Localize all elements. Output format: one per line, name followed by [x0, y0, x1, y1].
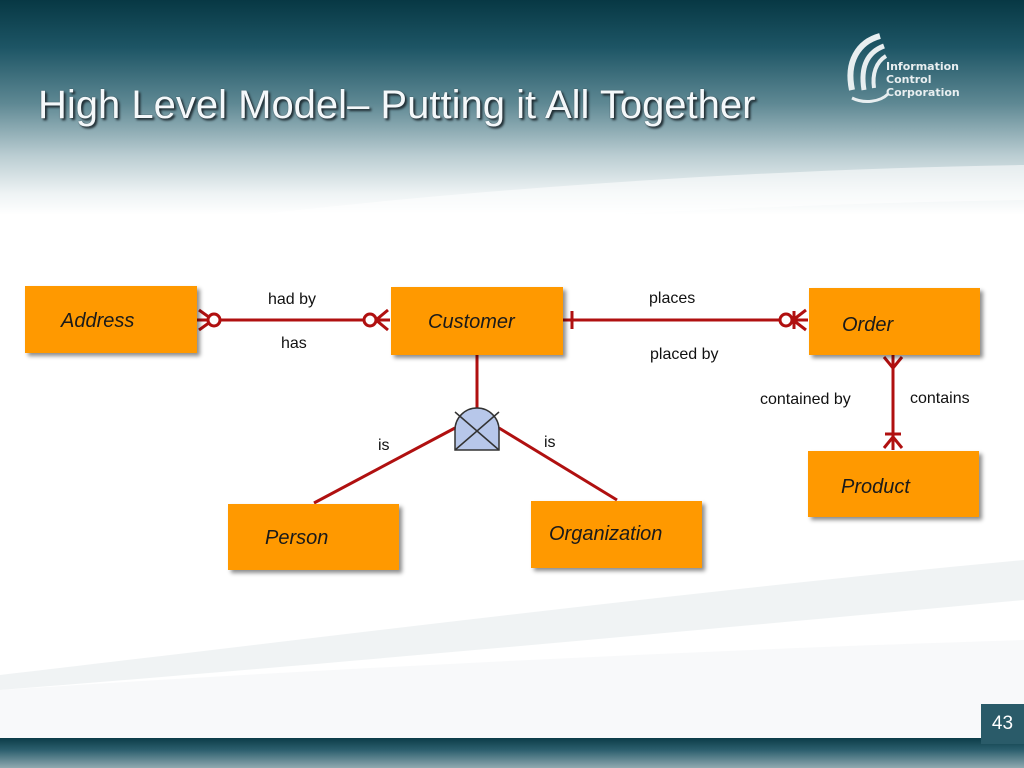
- footer-band: [0, 738, 1024, 768]
- entity-customer-label: Customer: [428, 311, 515, 333]
- page-number: 43: [981, 704, 1024, 744]
- logo-line-2: Control: [886, 73, 932, 86]
- label-is-right: is: [544, 434, 556, 451]
- entity-customer[interactable]: Customer: [391, 287, 563, 355]
- entity-address[interactable]: Address: [25, 286, 197, 353]
- subtype-person-line: [313, 426, 456, 505]
- label-contains: contains: [910, 390, 970, 407]
- subtype-symbol-icon: [454, 407, 500, 451]
- subtype-organization-line: [498, 426, 618, 502]
- logo-line-3: Corporation: [886, 86, 960, 99]
- entity-person[interactable]: Person: [228, 504, 399, 570]
- logo-line-1: Information: [886, 60, 959, 73]
- label-is-left: is: [378, 437, 390, 454]
- entity-address-label: Address: [61, 310, 135, 332]
- label-places: places: [649, 290, 696, 307]
- entity-order-label: Order: [842, 314, 894, 336]
- entity-order[interactable]: Order: [809, 288, 980, 355]
- company-logo: Information Control Corporation: [840, 28, 980, 108]
- entity-organization-label: Organization: [549, 523, 663, 545]
- label-contained-by: contained by: [760, 391, 851, 408]
- logo-mark-icon: [847, 33, 890, 103]
- entity-product[interactable]: Product: [808, 451, 979, 517]
- entity-product-label: Product: [841, 476, 910, 498]
- slide-title: High Level Model– Putting it All Togethe…: [38, 83, 756, 127]
- entity-person-label: Person: [265, 527, 329, 549]
- label-placed-by: placed by: [650, 346, 719, 363]
- entity-organization[interactable]: Organization: [531, 501, 702, 568]
- label-has: has: [281, 335, 307, 352]
- label-had-by: had by: [268, 291, 317, 308]
